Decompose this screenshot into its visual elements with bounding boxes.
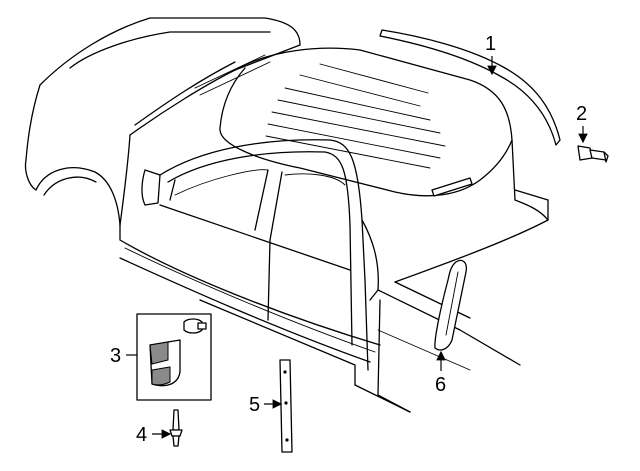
callout-label-4: 4 [136, 424, 147, 446]
callout-2: 2 [576, 103, 588, 144]
roof-molding-part [379, 29, 561, 146]
bracket-box [136, 313, 212, 401]
strip-part [279, 359, 293, 453]
bed-outline [369, 189, 549, 413]
callout-label-6: 6 [435, 374, 446, 396]
callout-5: 5 [249, 394, 283, 416]
callout-label-2: 2 [576, 103, 587, 125]
callout-label-1: 1 [485, 33, 496, 55]
callout-label-5: 5 [249, 394, 260, 416]
side-molding-part [434, 259, 468, 351]
callout-label-3: 3 [110, 345, 121, 367]
pin-part [169, 409, 183, 447]
callout-4: 4 [136, 424, 172, 446]
callout-1: 1 [485, 33, 497, 76]
truck-cab-outline [24, 17, 411, 413]
callout-3: 3 [110, 345, 137, 367]
clip-part [577, 145, 609, 163]
callout-6: 6 [435, 350, 446, 396]
roof-panel [219, 47, 516, 201]
